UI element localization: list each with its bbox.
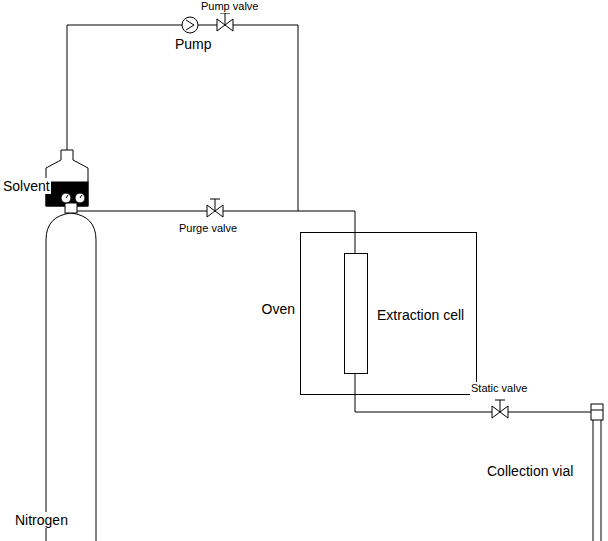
- valve-label: Pump valve: [200, 0, 259, 13]
- purge-valve-symbol: [207, 199, 223, 217]
- valve-label: Purge valve: [178, 222, 238, 235]
- solvent-liquid: [46, 182, 88, 206]
- solvent-bottle: [46, 150, 88, 206]
- part-label: Collection vial: [486, 463, 574, 479]
- part-label: Pump: [174, 36, 213, 52]
- extraction-cell: Extraction cell: [344, 253, 368, 374]
- gauge-needles: [66, 195, 82, 198]
- extraction-cell-label: Extraction cell: [377, 307, 464, 323]
- oven-box-label: Oven: [262, 301, 295, 317]
- nitrogen-cylinder: [46, 213, 96, 541]
- static-valve-symbol: [492, 400, 508, 418]
- pump-line: [198, 25, 298, 211]
- outlet-line: [355, 373, 591, 412]
- pump-symbol: [182, 17, 198, 33]
- solvent-line: [67, 25, 182, 150]
- part-label: Solvent: [2, 178, 51, 194]
- oven-box: OvenExtraction cell: [300, 232, 477, 395]
- pump-mark: [186, 20, 194, 30]
- valve-label: Static valve: [470, 382, 528, 395]
- pump-valve-symbol: [217, 13, 233, 31]
- cylinder-neck: [65, 203, 77, 213]
- part-label: Nitrogen: [14, 512, 69, 528]
- collection-vial: [591, 404, 603, 541]
